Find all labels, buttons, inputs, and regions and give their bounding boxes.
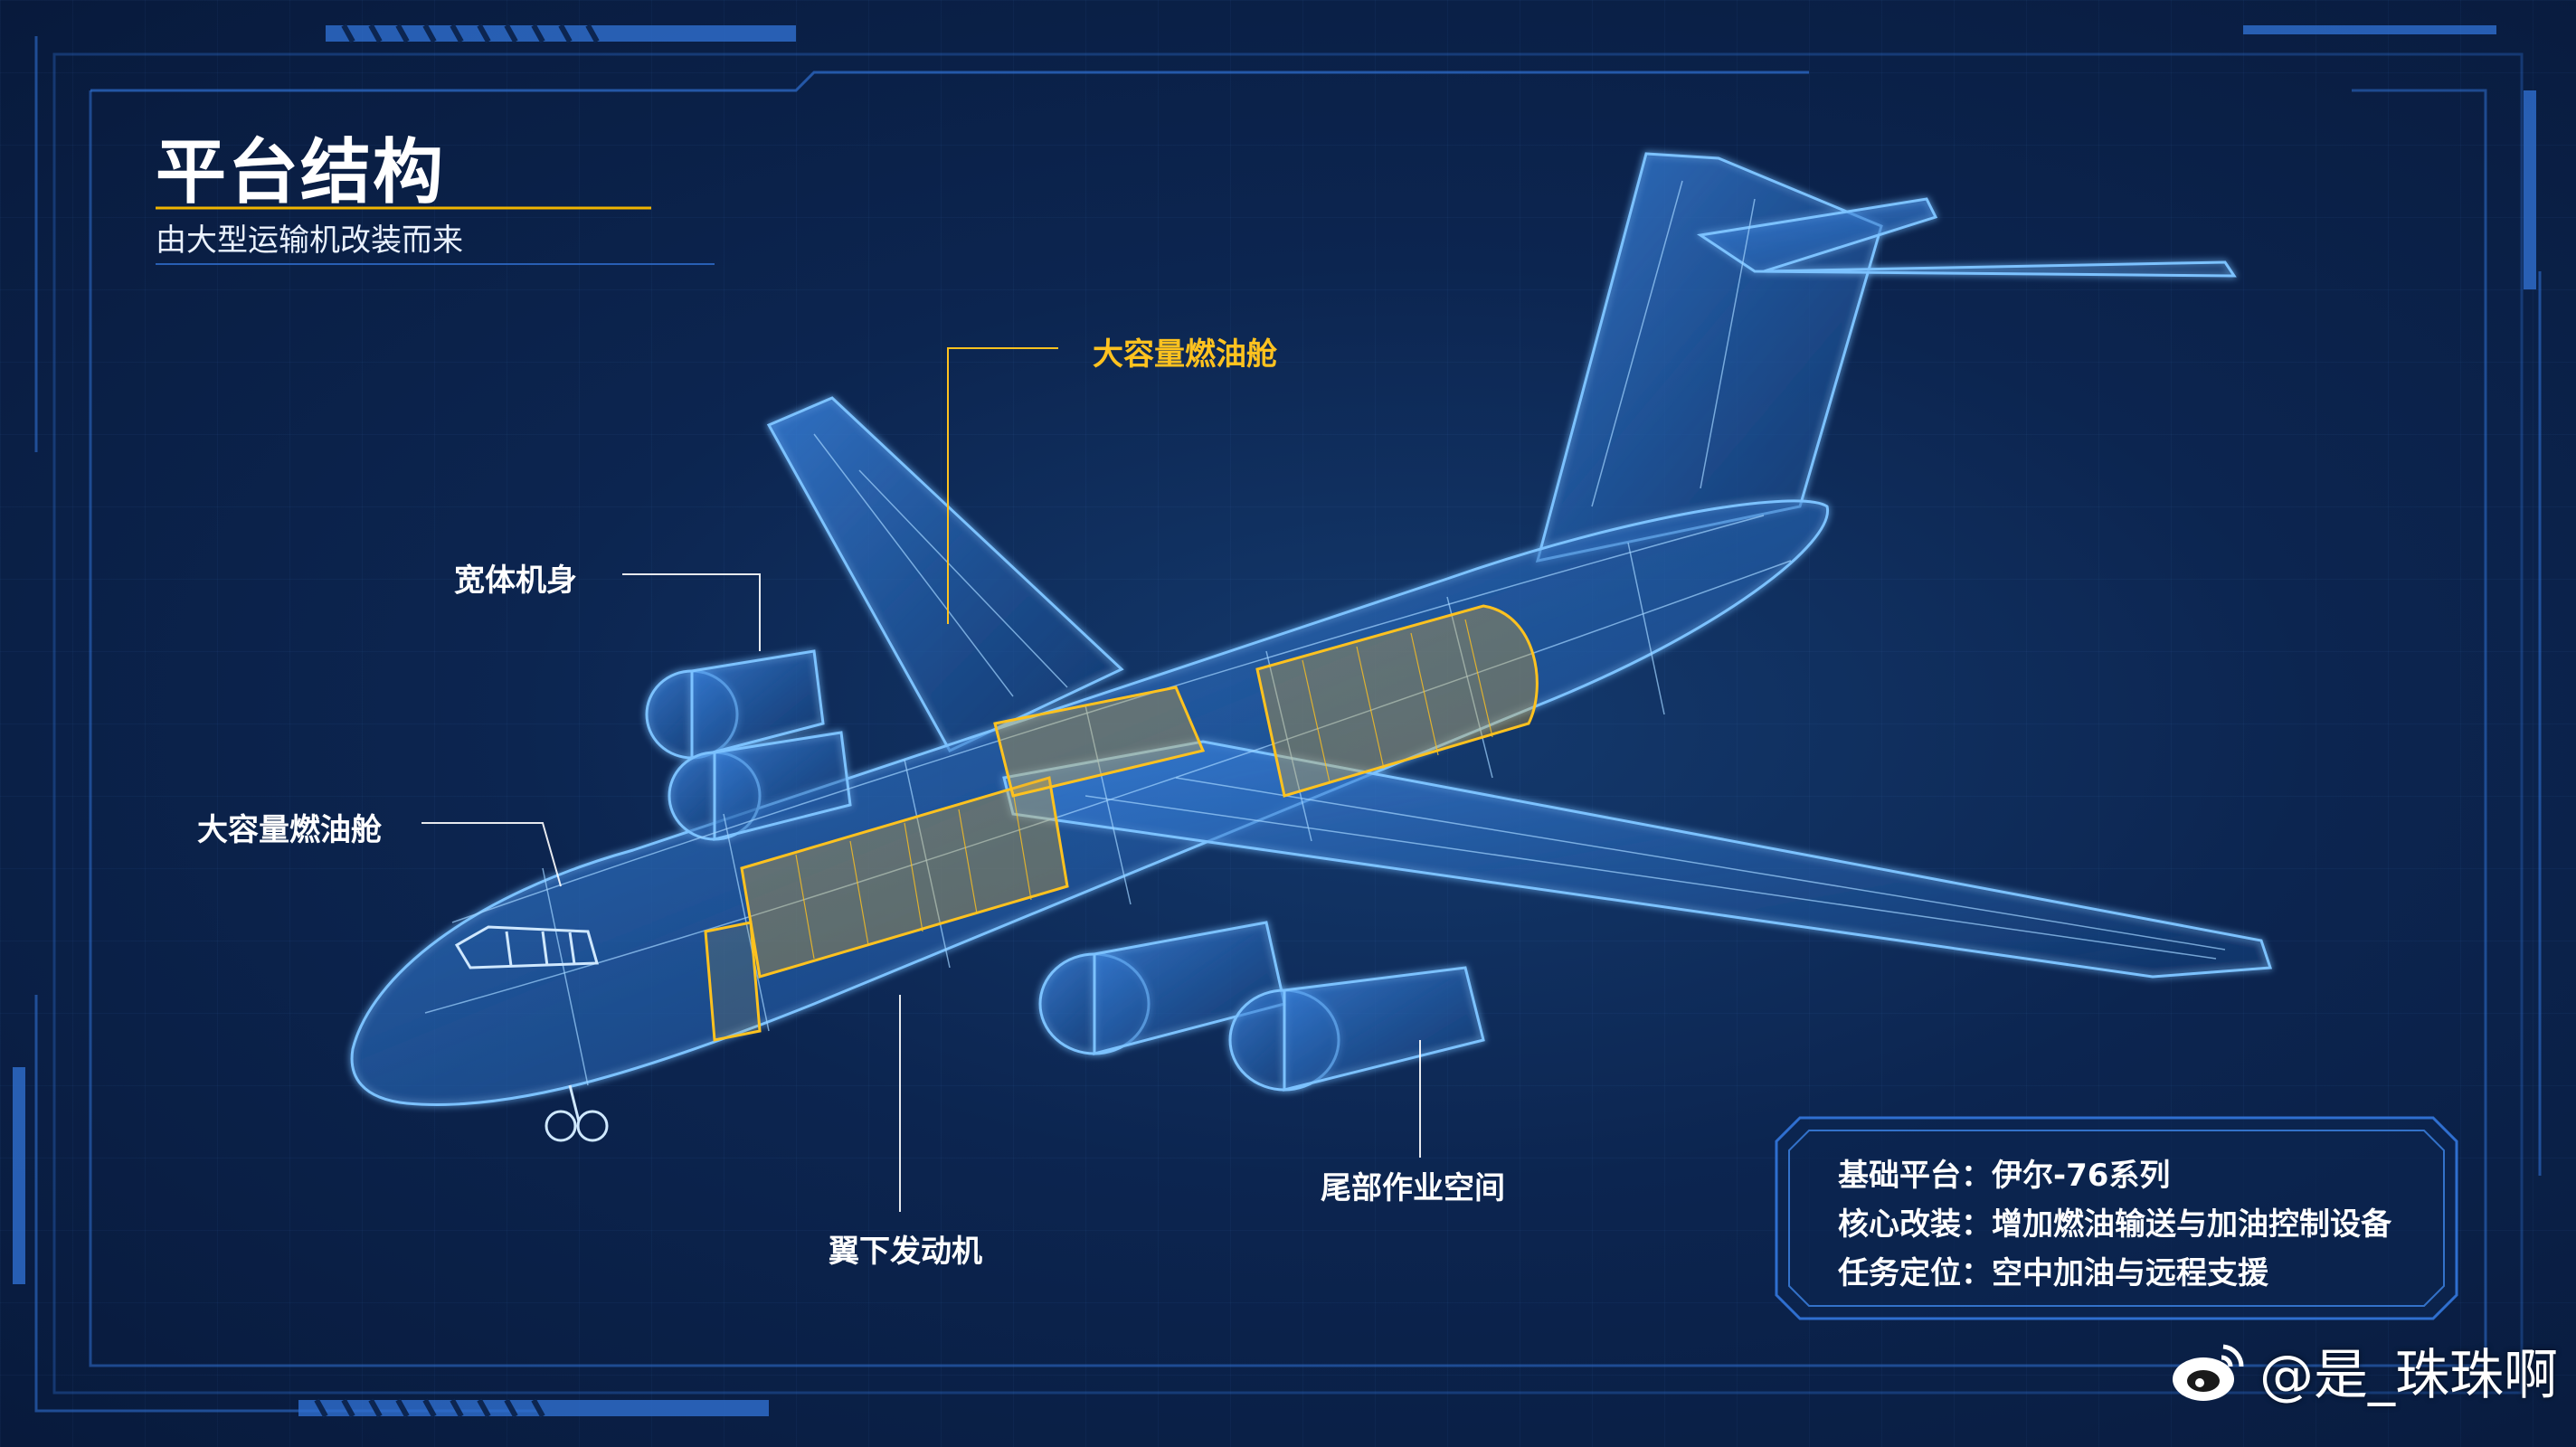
info-panel-frame — [1775, 1116, 2458, 1320]
info-panel: 基础平台：伊尔-76系列 核心改装：增加燃油输送与加油控制设备 任务定位：空中加… — [1773, 1114, 2460, 1322]
info-mission-role: 任务定位：空中加油与远程支援 — [1838, 1255, 2268, 1291]
weibo-icon — [2173, 1344, 2244, 1401]
callout-fuel-tank-left: 大容量燃油舱 — [197, 812, 382, 848]
info-base-platform: 基础平台：伊尔-76系列 — [1838, 1158, 2171, 1194]
callout-underwing-engine: 翼下发动机 — [829, 1234, 982, 1270]
leader-wide-body — [622, 573, 761, 651]
info-core-modification: 核心改装：增加燃油输送与加油控制设备 — [1838, 1206, 2391, 1243]
leader-fuel-top — [947, 347, 1058, 624]
callout-wide-body: 宽体机身 — [454, 563, 577, 599]
watermark: @是_珠珠啊 — [2167, 1329, 2558, 1411]
near-wing — [1002, 740, 2273, 979]
page-subtitle: 由大型运输机改装而来 — [156, 222, 463, 259]
page-title: 平台结构 — [156, 132, 446, 213]
far-wing — [766, 396, 1124, 752]
fuel-tank-highlights — [704, 604, 1539, 1042]
horizontal-stabilizer — [1696, 197, 2237, 278]
watermark-text: @是_珠珠啊 — [2259, 1343, 2558, 1407]
callout-tail-workspace: 尾部作业空间 — [1321, 1170, 1505, 1206]
callout-fuel-tank-top: 大容量燃油舱 — [1093, 336, 1277, 373]
leader-fuel-left — [421, 822, 562, 887]
nose-gear — [545, 1084, 609, 1142]
